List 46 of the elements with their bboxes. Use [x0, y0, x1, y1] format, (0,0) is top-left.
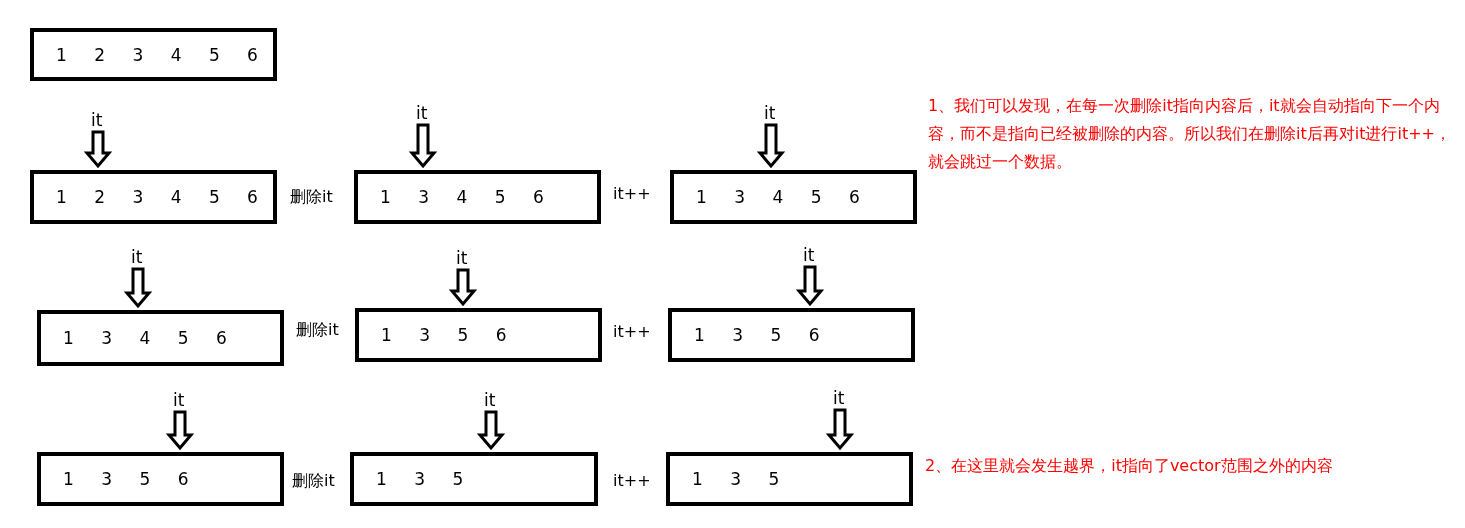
hollow-arrow	[448, 268, 478, 307]
iterator-label: it	[91, 110, 103, 130]
operation-label: 删除it	[296, 320, 339, 340]
list-box	[30, 170, 277, 224]
list-box	[355, 308, 602, 362]
element-values: 1 3 5	[692, 469, 780, 489]
hollow-arrow	[165, 410, 195, 451]
operation-label: it++	[613, 184, 651, 204]
element-values: 1 2 3 4 5 6	[56, 44, 258, 65]
hollow-arrow	[408, 123, 438, 169]
element-values: 1 3 5 6	[381, 325, 507, 345]
hollow-arrow	[476, 410, 506, 451]
list-box	[354, 170, 601, 224]
element-values: 1 3 4 5 6	[696, 187, 860, 207]
element-values: 1 3 4 5 6	[380, 187, 544, 207]
list-box	[670, 170, 917, 224]
iterator-label: it	[803, 245, 815, 265]
list-box	[37, 452, 284, 506]
element-values: 1 3 5	[376, 469, 464, 489]
hollow-arrow	[83, 130, 113, 169]
operation-label: 删除it	[292, 471, 335, 491]
iterator-label: it	[173, 390, 185, 410]
note-text: 2、在这里就会发生越界，it指向了vector范围之外的内容	[925, 455, 1334, 477]
hollow-arrow	[825, 408, 855, 451]
iterator-label: it	[456, 248, 468, 268]
hollow-arrow	[795, 265, 825, 307]
operation-label: 删除it	[290, 187, 333, 207]
list-box	[350, 452, 598, 506]
element-values: 1 3 5 6	[63, 469, 189, 489]
iterator-label: it	[416, 103, 428, 123]
iterator-label: it	[833, 388, 845, 408]
list-box	[30, 28, 277, 81]
iterator-label: it	[764, 103, 776, 123]
list-box	[37, 310, 284, 366]
operation-label: it++	[613, 322, 651, 342]
iterator-label: it	[484, 390, 496, 410]
element-values: 1 3 4 5 6	[63, 328, 227, 348]
list-box	[668, 308, 915, 362]
element-values: 1 2 3 4 5 6	[56, 187, 258, 207]
hollow-arrow	[123, 267, 153, 309]
iterator-label: it	[131, 247, 143, 267]
hollow-arrow	[756, 123, 786, 169]
operation-label: it++	[613, 471, 651, 491]
note-text: 1、我们可以发现，在每一次删除it指向内容后，it就会自动指向下一个内容，而不是指向已经被删除的内容。所以我们在删除it后再对it进行it++，就会跳过一个数据。	[928, 95, 1452, 173]
list-box	[666, 452, 913, 506]
element-values: 1 3 5 6	[694, 325, 820, 345]
